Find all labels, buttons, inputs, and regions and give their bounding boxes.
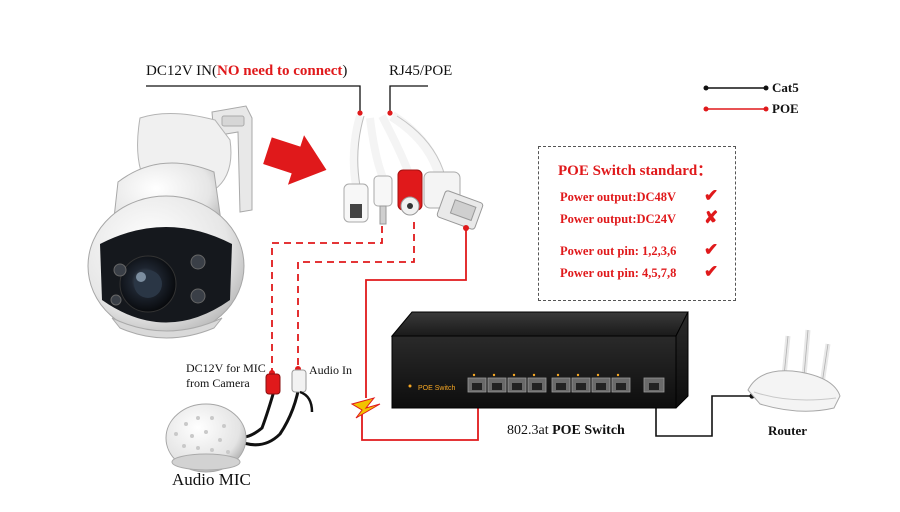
cat5-cable-line (655, 395, 752, 437)
switch-brand-text: POE Switch (418, 385, 455, 392)
legend-poe-label: POE (772, 101, 799, 116)
mic-power-line1: DC12V for MIC (186, 361, 266, 375)
red-arrow-icon (263, 135, 327, 185)
mic-wires (271, 222, 415, 372)
dc12v-in-prefix: DC12V IN( (146, 63, 217, 79)
router-label: Router (768, 423, 807, 438)
poe-switch-label: 802.3at POE Switch (507, 423, 625, 439)
poe-standard-title: POE Switch standard： (558, 163, 713, 179)
cross-icon: ✘ (704, 208, 719, 227)
ptz-camera-icon (87, 105, 253, 339)
audio-in-label: Audio In (309, 363, 352, 377)
check-icon: ✔ (704, 240, 719, 259)
poe-cable-line (361, 228, 479, 441)
router-icon (747, 329, 841, 412)
dc12v-in-suffix: ) (342, 63, 348, 79)
poe-switch-icon: POE Switch (390, 311, 689, 409)
check-icon: ✔ (704, 186, 719, 205)
mic-power-label: DC12V for MIC from Camera (186, 361, 286, 391)
dc12v-in-warning: NO need to connect (216, 63, 343, 79)
spec-item-text: Power out pin: 4,5,7,8 (560, 266, 677, 280)
camera-cables (146, 85, 484, 230)
legend-cat5-label: Cat5 (772, 80, 799, 95)
poe-switch-name: POE Switch (552, 423, 625, 438)
spec-item-text: Power output:DC48V (560, 190, 677, 204)
spec-item-text: Power out pin: 1,2,3,6 (560, 244, 677, 258)
lightning-icon (350, 397, 381, 419)
rj45-poe-label: RJ45/POE (389, 63, 453, 79)
poe-switch-prefix: 802.3at (507, 423, 549, 438)
legend (703, 85, 769, 112)
audio-mic-icon (165, 369, 314, 473)
dc12v-in-label: DC12V IN(NO need to connect) (146, 63, 347, 80)
mic-power-line2: from Camera (186, 376, 250, 390)
spec-item-text: Power output:DC24V (560, 212, 677, 226)
check-icon: ✔ (704, 262, 719, 281)
poe-standard-box (538, 146, 736, 301)
audio-mic-label: Audio MIC (172, 470, 251, 489)
